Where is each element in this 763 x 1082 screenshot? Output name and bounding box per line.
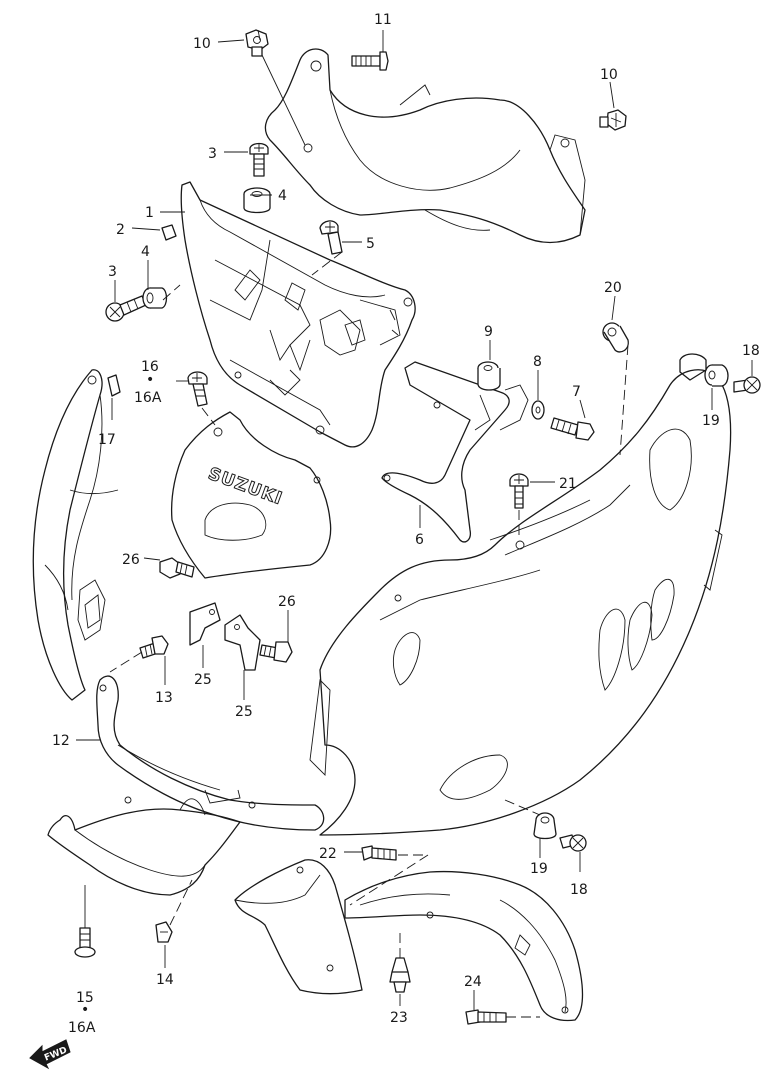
callout-20: 20 bbox=[604, 280, 622, 296]
left-side-cowling bbox=[32, 369, 119, 701]
stay-bracket bbox=[381, 361, 529, 543]
callout-17: 17 bbox=[98, 432, 116, 448]
fastener-14 bbox=[155, 921, 173, 943]
bolt-22 bbox=[361, 845, 397, 861]
callout-22: 22 bbox=[319, 846, 337, 862]
grommet-9 bbox=[477, 361, 501, 391]
callout-15: 15 bbox=[76, 990, 94, 1006]
callout-8: 8 bbox=[533, 354, 542, 370]
callout-25: 25 bbox=[235, 704, 253, 720]
callout-16-bullet: • bbox=[146, 372, 154, 388]
center-inner-panel: SUZUKI bbox=[170, 411, 332, 579]
fastener-15 bbox=[74, 927, 96, 958]
callout-16A: 16A bbox=[68, 1020, 96, 1036]
bolt-26-lower bbox=[259, 641, 293, 663]
forward-arrow-icon: FWD bbox=[29, 1039, 71, 1070]
grommet-4-upper bbox=[243, 187, 271, 214]
screw-18-upper bbox=[733, 376, 761, 394]
washer-8 bbox=[531, 400, 545, 420]
grommet-19-lower bbox=[533, 812, 557, 840]
callout-15-bullet: • bbox=[81, 1002, 89, 1018]
callout-16: 16 bbox=[141, 359, 159, 375]
callout-1: 1 bbox=[145, 205, 154, 221]
bolt-24 bbox=[465, 1009, 507, 1025]
callout-18: 18 bbox=[742, 343, 760, 359]
callout-14: 14 bbox=[156, 972, 174, 988]
callout-21: 21 bbox=[559, 476, 577, 492]
callout-6: 6 bbox=[415, 532, 424, 548]
callout-5: 5 bbox=[366, 236, 375, 252]
bolt-26-upper bbox=[159, 557, 195, 579]
lower-left-bracket bbox=[96, 675, 325, 831]
callout-26: 26 bbox=[122, 552, 140, 568]
callout-24: 24 bbox=[464, 974, 482, 990]
meter-panel-right bbox=[344, 870, 584, 1022]
cowling-brace-frame bbox=[180, 181, 416, 448]
callout-labels: 10 11 10 3 4 1 2 5 3 4 20 9 8 7 18 19 16… bbox=[52, 12, 760, 1036]
screw-3-lower bbox=[105, 295, 147, 322]
callout-23: 23 bbox=[390, 1010, 408, 1026]
suzuki-logo: SUZUKI bbox=[205, 464, 285, 509]
bracket-25b bbox=[224, 614, 261, 671]
screw-5 bbox=[319, 220, 343, 255]
callout-9: 9 bbox=[484, 324, 493, 340]
meter-panel-left bbox=[234, 859, 363, 995]
left-under-cowling bbox=[47, 796, 241, 896]
callout-12: 12 bbox=[52, 733, 70, 749]
callout-18: 18 bbox=[570, 882, 588, 898]
callout-19: 19 bbox=[702, 413, 720, 429]
right-side-cowling bbox=[309, 369, 732, 836]
callout-11: 11 bbox=[374, 12, 392, 28]
screw-18-lower bbox=[559, 834, 587, 852]
screw-21 bbox=[509, 473, 529, 509]
callout-19: 19 bbox=[530, 861, 548, 877]
screw-16 bbox=[187, 371, 208, 407]
mount-plate-19 bbox=[679, 353, 707, 381]
upper-bracket bbox=[264, 48, 586, 244]
callout-3: 3 bbox=[208, 146, 217, 162]
bolt-13 bbox=[139, 635, 169, 659]
callout-4: 4 bbox=[141, 244, 150, 260]
nut-10-left bbox=[245, 29, 269, 57]
callout-16A: 16A bbox=[134, 390, 162, 406]
callout-25: 25 bbox=[194, 672, 212, 688]
clip-23 bbox=[389, 957, 411, 993]
callout-10: 10 bbox=[193, 36, 211, 52]
screw-3-upper bbox=[249, 142, 269, 177]
bracket-25a bbox=[189, 602, 221, 646]
forward-direction-label: FWD bbox=[43, 1045, 69, 1063]
nut-2 bbox=[161, 224, 177, 241]
nut-10-right bbox=[599, 109, 627, 131]
grommet-20 bbox=[602, 322, 629, 353]
callout-7: 7 bbox=[572, 384, 581, 400]
grommet-4-lower bbox=[142, 287, 168, 309]
bolt-11 bbox=[351, 51, 389, 71]
leader-lines bbox=[76, 29, 753, 1018]
clip-17 bbox=[107, 374, 121, 397]
callout-26: 26 bbox=[278, 594, 296, 610]
callout-2: 2 bbox=[116, 222, 125, 238]
bolt-7 bbox=[550, 417, 595, 441]
callout-4: 4 bbox=[278, 188, 287, 204]
callout-10: 10 bbox=[600, 67, 618, 83]
callout-3: 3 bbox=[108, 264, 117, 280]
grommet-19-upper bbox=[704, 364, 729, 387]
callout-13: 13 bbox=[155, 690, 173, 706]
